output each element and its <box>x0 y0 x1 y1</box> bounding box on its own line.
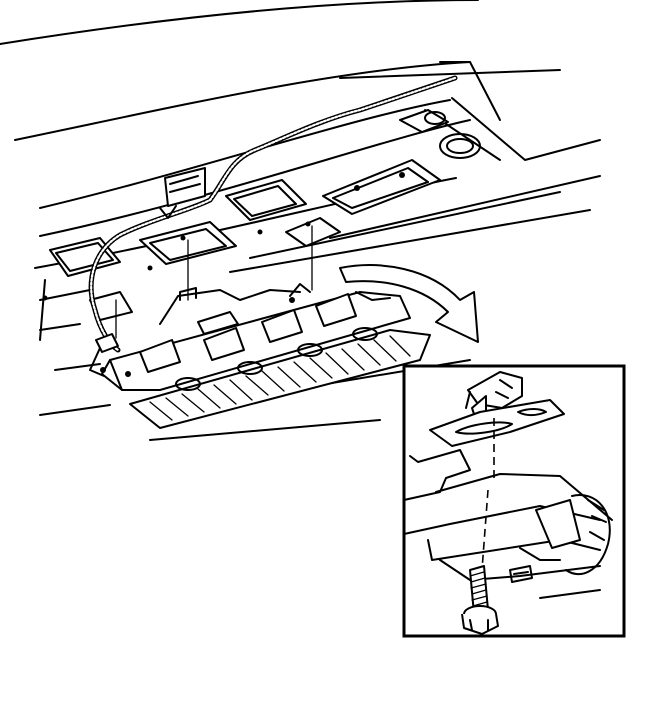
detail-inset <box>402 364 626 638</box>
stop-lamp-assembly <box>89 283 431 429</box>
wiring-harness <box>88 75 458 353</box>
lamp-lens-ribs <box>149 335 411 421</box>
direction-arrow <box>339 264 479 343</box>
mounting-screw <box>461 565 499 635</box>
